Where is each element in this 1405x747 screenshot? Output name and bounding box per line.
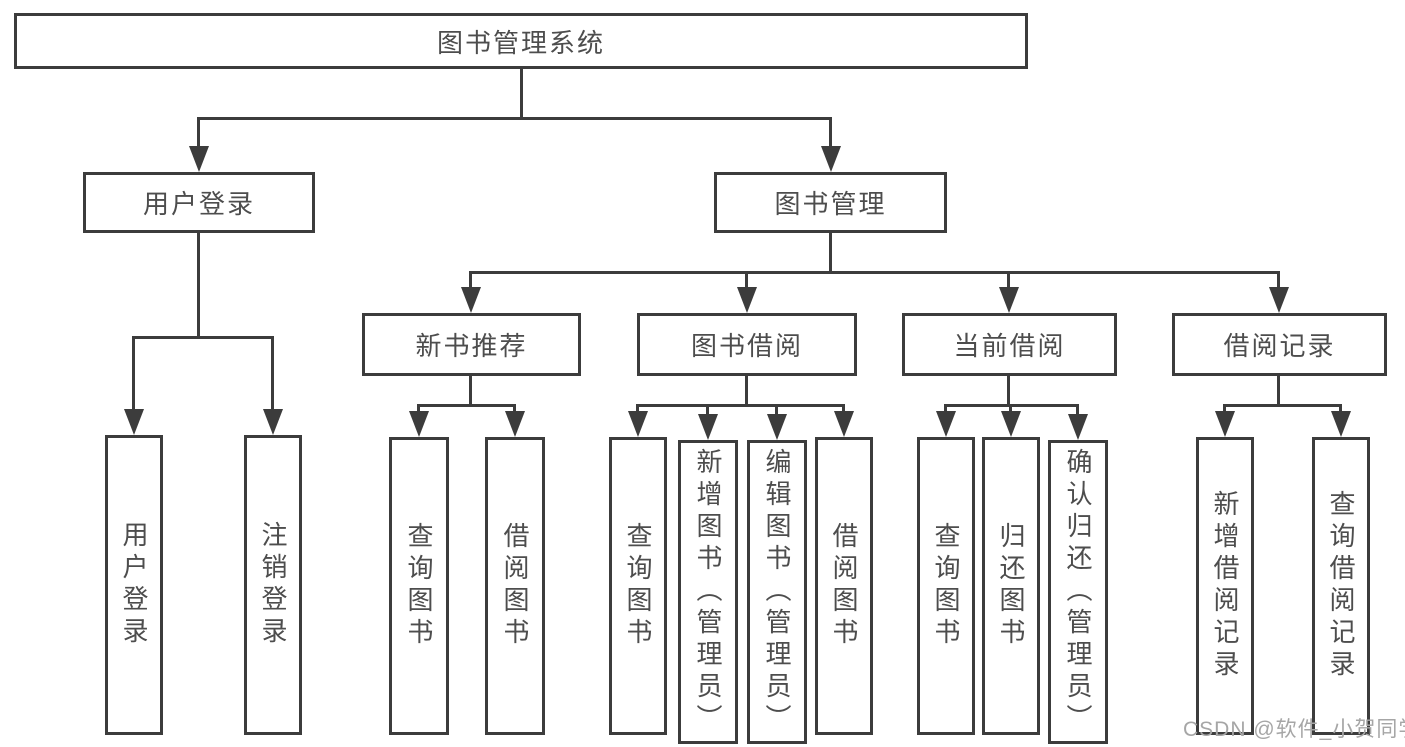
connector-vline [1007, 376, 1010, 405]
leaf-label: 注销登录 [258, 521, 288, 649]
connector-vline [636, 405, 639, 414]
node-current-borrow: 当前借阅 [902, 313, 1117, 376]
connector-vline [1007, 272, 1010, 290]
leaf-borrow-books-recommend: 借阅图书 [485, 437, 545, 735]
connector-vline [829, 118, 832, 150]
csdn-watermark: CSDN @软件_小贺同学 [1183, 718, 1405, 741]
leaf-label: 查询借阅记录 [1326, 490, 1356, 682]
connector-vline [1277, 376, 1280, 405]
connector-vline [197, 233, 200, 337]
arrowhead-icon [628, 411, 648, 437]
leaf-label: 借阅图书 [500, 522, 530, 650]
connector-vline [745, 272, 748, 290]
arrowhead-icon [189, 146, 209, 172]
leaf-label: 查询图书 [623, 522, 653, 650]
arrowhead-icon [999, 287, 1019, 313]
leaf-query-books-recommend: 查询图书 [389, 437, 449, 735]
node-new-book-recommend: 新书推荐 [362, 313, 581, 376]
arrowhead-icon [409, 411, 429, 437]
connector-vline [775, 405, 778, 417]
connector-vline [469, 376, 472, 405]
leaf-borrow-books: 借阅图书 [815, 437, 873, 735]
connector-hline [132, 336, 274, 339]
leaf-label: 新增图书（管理员） [693, 448, 723, 736]
leaf-label: 用户登录 [119, 521, 149, 649]
connector-vline [1339, 405, 1342, 414]
connector-hline [636, 404, 845, 407]
node-library-system: 图书管理系统 [14, 13, 1028, 69]
connector-vline [1009, 405, 1012, 414]
arrowhead-icon [461, 287, 481, 313]
arrowhead-icon [834, 411, 854, 437]
connector-hline [1223, 404, 1342, 407]
arrowhead-icon [767, 414, 787, 440]
leaf-label: 借阅图书 [829, 522, 859, 650]
arrowhead-icon [936, 411, 956, 437]
node-borrow-records: 借阅记录 [1172, 313, 1387, 376]
connector-vline [271, 337, 274, 413]
leaf-label: 编辑图书（管理员） [762, 448, 792, 736]
arrowhead-icon [698, 414, 718, 440]
leaf-return-book: 归还图书 [982, 437, 1040, 735]
connector-vline [469, 272, 472, 290]
arrowhead-icon [737, 287, 757, 313]
connector-vline [1076, 405, 1079, 417]
arrowhead-icon [505, 411, 525, 437]
connector-vline [197, 118, 200, 150]
leaf-query-books-borrow: 查询图书 [609, 437, 667, 735]
leaf-label: 新增借阅记录 [1210, 490, 1240, 682]
connector-hline [197, 117, 832, 120]
arrowhead-icon [1215, 411, 1235, 437]
connector-vline [520, 69, 523, 118]
connector-vline [1277, 272, 1280, 290]
arrowhead-icon [1068, 414, 1088, 440]
arrowhead-icon [1331, 411, 1351, 437]
leaf-label: 归还图书 [996, 522, 1026, 650]
leaf-query-borrow-record: 查询借阅记录 [1312, 437, 1370, 735]
connector-vline [745, 376, 748, 405]
leaf-user-login: 用户登录 [105, 435, 163, 735]
leaf-add-borrow-record: 新增借阅记录 [1196, 437, 1254, 735]
connector-vline [132, 337, 135, 413]
leaf-logout: 注销登录 [244, 435, 302, 735]
leaf-query-books-current: 查询图书 [917, 437, 975, 735]
connector-hline [469, 271, 1280, 274]
leaf-label: 查询图书 [931, 522, 961, 650]
leaf-add-book-admin: 新增图书（管理员） [678, 440, 738, 744]
leaf-edit-book-admin: 编辑图书（管理员） [747, 440, 807, 744]
leaf-label: 确认归还（管理员） [1063, 448, 1093, 736]
connector-vline [842, 405, 845, 414]
node-book-management: 图书管理 [714, 172, 947, 233]
arrowhead-icon [1001, 411, 1021, 437]
connector-vline [513, 405, 516, 414]
leaf-confirm-return-admin: 确认归还（管理员） [1048, 440, 1108, 744]
arrowhead-icon [124, 409, 144, 435]
connector-hline [417, 404, 516, 407]
connector-vline [1223, 405, 1226, 414]
connector-vline [417, 405, 420, 414]
node-book-borrow: 图书借阅 [637, 313, 857, 376]
connector-vline [829, 233, 832, 272]
connector-vline [706, 405, 709, 417]
arrowhead-icon [1269, 287, 1289, 313]
leaf-label: 查询图书 [404, 522, 434, 650]
arrowhead-icon [821, 146, 841, 172]
arrowhead-icon [263, 409, 283, 435]
connector-vline [944, 405, 947, 414]
node-user-login: 用户登录 [83, 172, 315, 233]
